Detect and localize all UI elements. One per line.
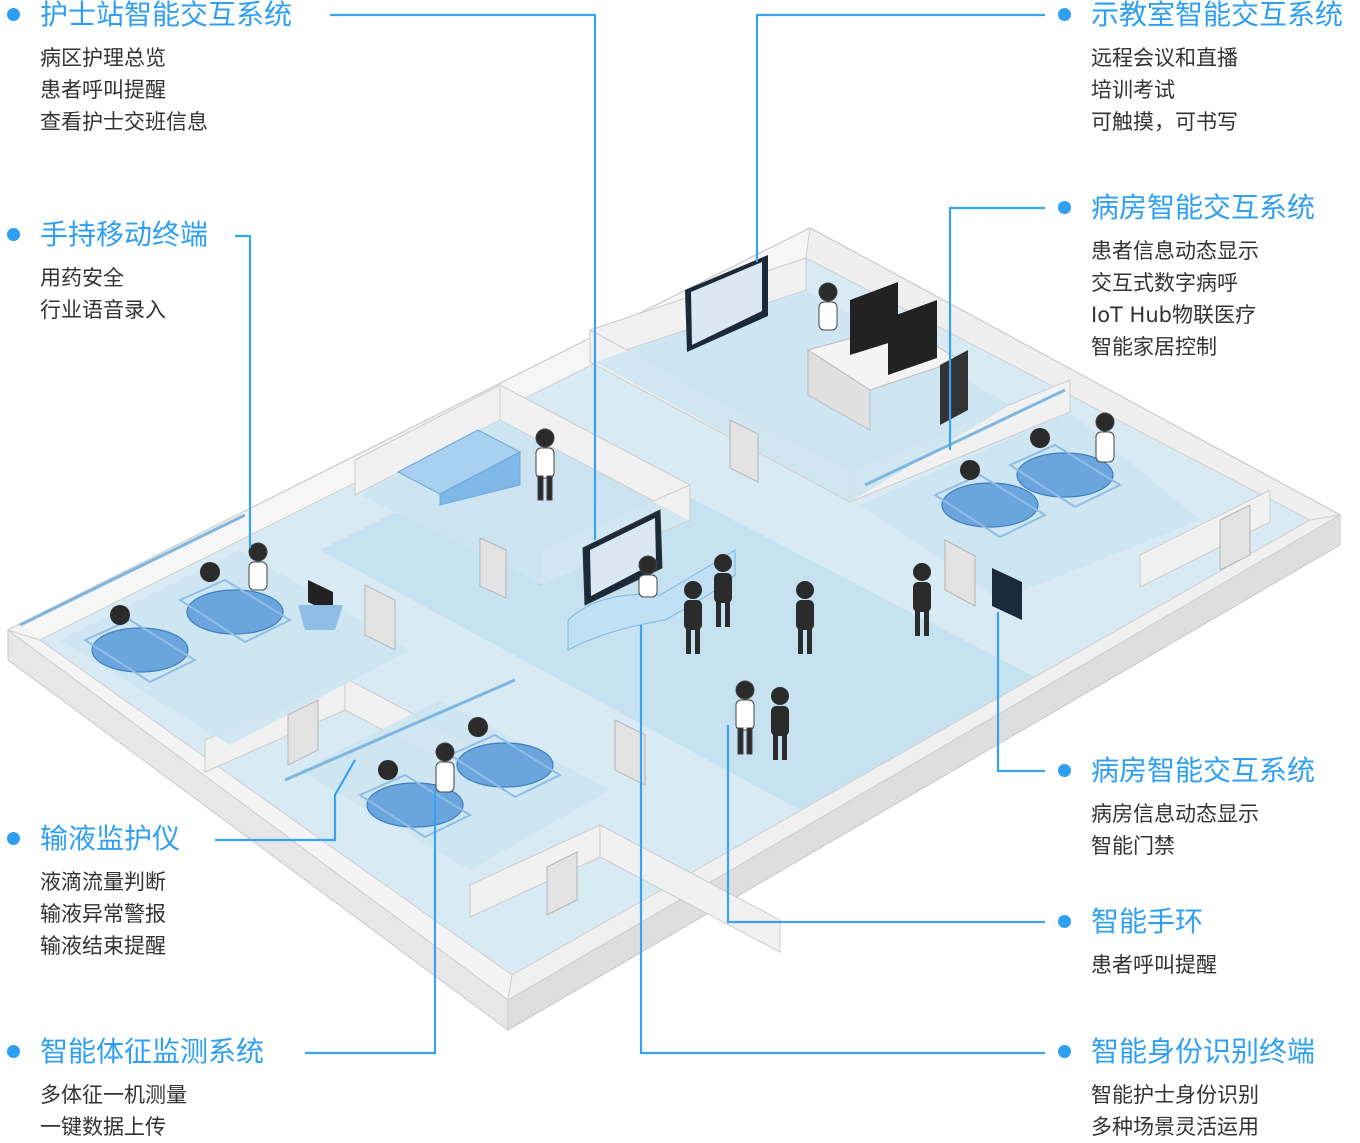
nurse [435,742,455,793]
callout-demo-classroom: 示教室智能交互系统 远程会议和直播 培训考试 可触摸，可书写 [1058,0,1344,138]
callout-vital-signs: 智能体征监测系统 多体征一机测量 一键数据上传 [7,1035,265,1143]
leader-ward-2 [996,612,1045,773]
person [796,581,814,654]
callout-nurse-station: 护士站智能交互系统 病区护理总览 患者呼叫提醒 查看护士交班信息 [7,0,293,138]
bullet-dot [7,8,20,21]
bullet-dot [1058,1045,1071,1058]
feature-item: IoT Hub物联医疗 [1091,303,1256,327]
feature-item: 一键数据上传 [40,1115,166,1139]
nurse [535,428,555,501]
callout-title: 病房智能交互系统 [1091,191,1316,224]
person [771,687,789,760]
classroom-monitor-1 [850,282,898,355]
bullet-dot [1058,764,1071,777]
callout-title: 病房智能交互系统 [1091,754,1316,787]
feature-list: 远程会议和直播 培训考试 可触摸，可书写 [1091,42,1343,138]
leader-identity [639,625,1045,1055]
person [913,563,931,636]
bed-frames [82,443,1123,839]
classroom-monitor-2 [888,300,937,375]
nurse [248,542,268,591]
people [110,428,1050,780]
callout-title: 护士站智能交互系统 [40,0,293,31]
feature-item: 输液结束提醒 [40,934,166,958]
feature-item: 病区护理总览 [40,46,166,70]
callout-ward-system-1: 病房智能交互系统 患者信息动态显示 交互式数字病呼 IoT Hub物联医疗 智能… [1058,191,1316,363]
feature-item: 多种场景灵活运用 [1091,1115,1259,1139]
leader-handheld [235,234,252,548]
feature-item: 培训考试 [1091,78,1175,102]
feature-item: 液滴流量判断 [40,870,166,894]
person [714,554,732,627]
leader-vital-signs [305,790,437,1055]
feature-item: 患者呼叫提醒 [40,78,166,102]
feature-item: 患者呼叫提醒 [1091,953,1217,977]
feature-item: 病房信息动态显示 [1091,802,1259,826]
callout-handheld-terminal: 手持移动终端 用药安全 行业语音录入 [7,218,209,326]
feature-list: 多体征一机测量 一键数据上传 [40,1079,264,1143]
feature-item: 行业语音录入 [40,298,166,322]
callout-title: 智能身份识别终端 [1091,1035,1316,1068]
nurse [1095,412,1115,463]
callout-title: 手持移动终端 [40,218,209,251]
ward-door-panel [992,568,1022,620]
nurse [818,282,838,331]
feature-item: 智能护士身份识别 [1091,1083,1259,1107]
feature-list: 液滴流量判断 输液异常警报 输液结束提醒 [40,866,180,962]
feature-item: 远程会议和直播 [1091,46,1238,70]
doors [287,419,1251,916]
feature-item: 可触摸，可书写 [1091,110,1238,134]
wall-back-right [805,227,1342,521]
bullet-dot [7,228,20,241]
feature-list: 病房信息动态显示 智能门禁 [1091,798,1315,862]
feature-item: 多体征一机测量 [40,1083,187,1107]
person [684,581,702,654]
bullet-dot [7,1045,20,1058]
bullet-dot [7,832,20,845]
feature-item: 智能家居控制 [1091,335,1217,359]
leader-bracelet [726,725,1045,924]
leader-lines [215,13,1045,1055]
feature-list: 患者呼叫提醒 [1091,949,1217,981]
nurse-station-desk [567,549,736,651]
nurses [248,282,1115,793]
leader-infusion [215,759,356,842]
feature-item: 交互式数字病呼 [1091,271,1238,295]
bullet-dot [1058,8,1071,21]
bullet-dot [1058,201,1071,214]
callout-infusion-monitor: 输液监护仪 液滴流量判断 输液异常警报 输液结束提醒 [7,822,181,962]
callout-title: 示教室智能交互系统 [1091,0,1344,31]
leader-nurse-station [330,13,597,540]
feature-item: 查看护士交班信息 [40,110,208,134]
bullet-dot [1058,915,1071,928]
feature-list: 患者信息动态显示 交互式数字病呼 IoT Hub物联医疗 智能家居控制 [1091,235,1315,363]
callout-smart-bracelet: 智能手环 患者呼叫提醒 [1058,905,1217,981]
leader-classroom [755,13,1045,262]
nurse [638,555,658,598]
callout-title: 智能体征监测系统 [40,1035,265,1068]
callout-title: 智能手环 [1091,905,1204,938]
feature-item: 输液异常警报 [40,902,166,926]
feature-list: 病区护理总览 患者呼叫提醒 查看护士交班信息 [40,42,292,138]
nurse [735,680,755,755]
patient [110,428,1050,780]
feature-list: 智能护士身份识别 多种场景灵活运用 [1091,1079,1315,1143]
callout-ward-system-2: 病房智能交互系统 病房信息动态显示 智能门禁 [1058,754,1316,862]
feature-item: 智能门禁 [1091,834,1175,858]
wall-rails [19,388,1066,782]
feature-item: 患者信息动态显示 [1091,239,1259,263]
callout-identity-terminal: 智能身份识别终端 智能护士身份识别 多种场景灵活运用 [1058,1035,1316,1143]
feature-item: 用药安全 [40,266,124,290]
feature-list: 用药安全 行业语音录入 [40,262,208,326]
leader-ward-1 [948,206,1045,450]
callout-title: 输液监护仪 [40,822,181,855]
